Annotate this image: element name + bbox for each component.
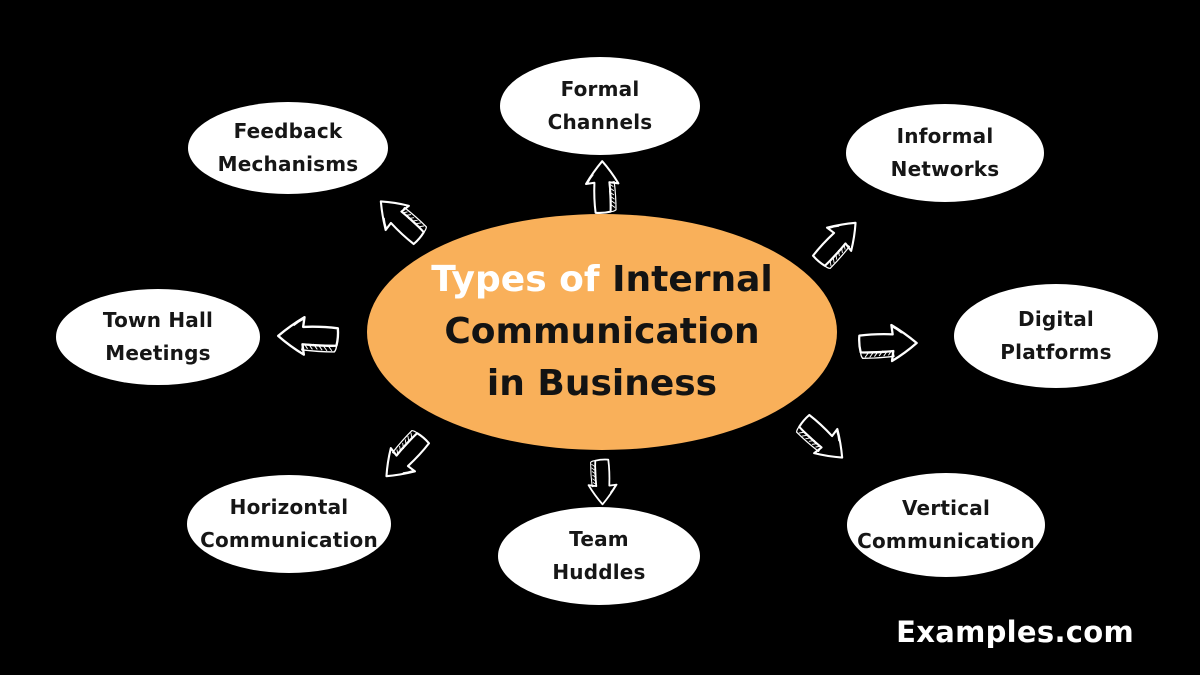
arrow-up-left-icon [363, 181, 439, 257]
node-informal-networks: Informal Networks [846, 104, 1044, 202]
node-label: Communication [200, 528, 378, 552]
node-label: Formal [560, 77, 640, 101]
arrow-down-left-icon [366, 418, 442, 494]
node-feedback-mechanisms: Feedback Mechanisms [188, 102, 388, 194]
center-title-rest: Internal [599, 259, 773, 300]
node-digital-platforms: Digital Platforms [954, 284, 1158, 388]
node-label: Meetings [105, 341, 211, 365]
node-label: Huddles [552, 560, 646, 584]
arrow-up-icon [582, 157, 626, 217]
node-label: Feedback [233, 119, 343, 143]
node-formal-channels: Formal Channels [500, 57, 700, 155]
node-label: Platforms [1000, 340, 1112, 364]
center-title-line2: Communication [444, 311, 760, 352]
examples-watermark: Examples.com [896, 615, 1134, 649]
node-label: Town Hall [102, 308, 214, 332]
center-topic-ellipse: Types of Internal Communication in Busin… [367, 214, 837, 450]
arrow-down-icon [580, 456, 622, 508]
node-team-huddles: Team Huddles [498, 507, 700, 605]
node-label: Vertical [901, 496, 991, 520]
center-title-line3: in Business [486, 363, 718, 404]
node-label: Horizontal [229, 495, 349, 519]
node-horizontal-communication: Horizontal Communication [187, 475, 391, 573]
arrow-down-right-icon [784, 402, 860, 478]
node-town-hall-meetings: Town Hall Meetings [56, 289, 260, 385]
arrow-right-icon [852, 321, 924, 369]
node-label: Digital [1018, 307, 1094, 331]
center-title-line1: Types of Internal [431, 254, 773, 306]
node-label: Informal [896, 124, 994, 148]
node-label: Communication [857, 529, 1035, 553]
node-label: Networks [890, 157, 1000, 181]
node-label: Mechanisms [217, 152, 359, 176]
arrow-up-right-icon [800, 205, 876, 281]
node-label: Channels [547, 110, 653, 134]
center-title-highlight: Types of [431, 259, 600, 300]
arrow-left-icon [272, 313, 344, 363]
node-label: Team [569, 527, 629, 551]
node-vertical-communication: Vertical Communication [847, 473, 1045, 577]
